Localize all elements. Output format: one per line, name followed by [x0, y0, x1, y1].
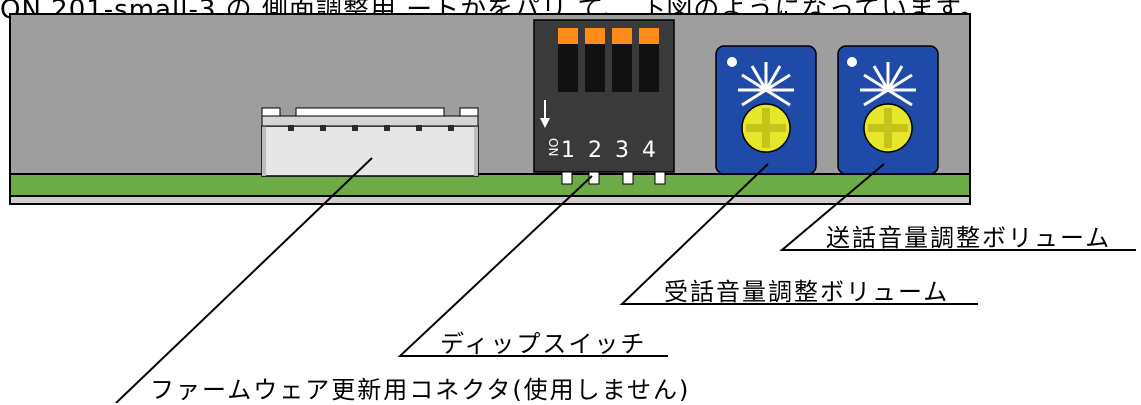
dip-slider-2: [585, 28, 605, 44]
circuit-board: [9, 173, 971, 197]
receive-volume-label: 受話音量調整ボリューム: [664, 278, 950, 306]
leader-line-dip-switch: [397, 175, 668, 357]
dip-number-2: 2: [588, 138, 602, 163]
dip-number-3: 3: [615, 138, 629, 163]
dip-slider-1: [558, 28, 578, 44]
device-panel: [9, 13, 971, 175]
leader-line-firmware-connector: [115, 157, 373, 403]
send-volume-label: 送話音量調整ボリューム: [826, 224, 1112, 252]
firmware-connector: [261, 107, 479, 177]
receive-volume-knob: [715, 45, 817, 175]
firmware-connector-label: ファームウェア更新用コネクタ(使用しません): [150, 376, 691, 404]
dip-slider-3: [612, 28, 632, 44]
send-volume-knob: [837, 45, 939, 175]
dip-switch-label: ディップスイッチ: [440, 330, 647, 358]
dip-number-4: 4: [642, 138, 656, 163]
dip-switch: ON 1 2 3 4: [533, 19, 675, 185]
dip-on-label: ON: [546, 138, 560, 156]
leader-line-send-volume: [779, 163, 1136, 251]
dip-slider-4: [639, 28, 659, 44]
dip-number-1: 1: [561, 138, 575, 163]
board-edge: [9, 195, 971, 205]
leader-line-receive-volume: [619, 163, 978, 305]
